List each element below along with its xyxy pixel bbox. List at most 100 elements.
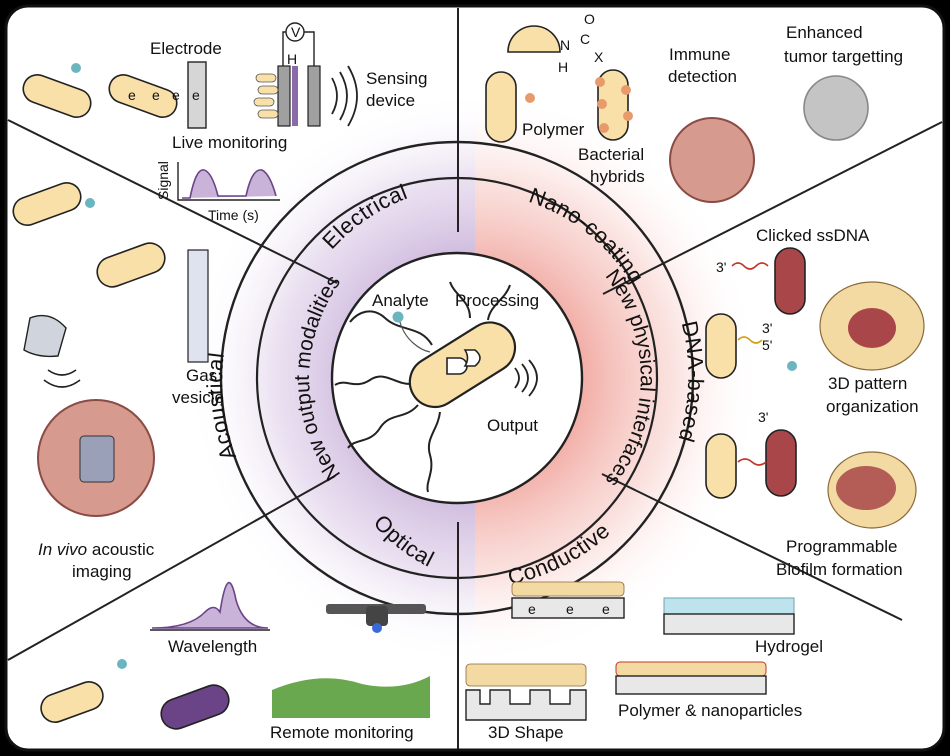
gas-vesicle-icon — [187, 249, 209, 363]
anode-plate — [277, 65, 291, 127]
shape-3d-label: 3D Shape — [488, 723, 564, 742]
remote-monitoring-label: Remote monitoring — [270, 723, 414, 742]
hybrids-label: hybrids — [590, 167, 645, 186]
output-label: Output — [487, 416, 538, 435]
three-prime-label-blue: 3' — [762, 320, 772, 336]
biofilm-core — [836, 466, 896, 510]
landscape-icon — [272, 676, 430, 718]
emission-spectrum — [151, 581, 269, 629]
svg-text:e: e — [528, 601, 536, 617]
electron-labels: e e e — [528, 601, 610, 617]
polymer-coating — [595, 77, 633, 133]
detection-label: detection — [668, 67, 737, 86]
sector-dividers — [7, 8, 943, 750]
polymer-np-label: Polymer & nanoparticles — [618, 701, 802, 720]
acoustical-panel: Gas vesicle In vivo acoustic imaging — [12, 182, 224, 581]
bacterium-cell — [485, 71, 517, 143]
analyte-dot — [117, 659, 127, 669]
analyte-dot — [392, 311, 404, 323]
gas-label: Gas — [186, 366, 217, 385]
pattern-label: 3D pattern — [828, 374, 907, 393]
electrode-plate — [187, 61, 207, 129]
clicked-ssdna-label: Clicked ssDNA — [756, 226, 870, 245]
ultrasound-waves-icon — [43, 369, 81, 388]
chem-n: N — [560, 37, 570, 53]
pink-glow — [475, 18, 835, 738]
live-monitoring-label: Live monitoring — [172, 133, 287, 152]
device-label: device — [366, 91, 415, 110]
drone-camera-icon — [372, 623, 382, 633]
drone-body — [366, 606, 388, 626]
three-prime-label-cleaved: 3' — [758, 409, 768, 425]
gas-vesicle-cluster — [79, 435, 115, 483]
immune-label: Immune — [669, 45, 730, 64]
circuit-wire — [282, 31, 315, 66]
signal-curve — [182, 169, 277, 199]
electrode-base — [663, 613, 795, 635]
electrical-panel: Electrode e e e e V H Sensing device Liv… — [22, 22, 427, 223]
ssdna-strand — [731, 262, 769, 270]
nano-coating-panel: N H C O X Immune detection Enhanced tumo… — [485, 11, 903, 203]
imaging-label: imaging — [72, 562, 132, 581]
time-axis-label: Time (s) — [208, 207, 259, 223]
bacterium-cell — [96, 242, 166, 288]
analyte-dot — [85, 198, 95, 208]
electrode-label: Electrode — [150, 39, 222, 58]
organization-label: organization — [826, 397, 919, 416]
center-bacterium: Analyte Processing Output — [334, 281, 539, 493]
bacterium-cell — [12, 182, 82, 226]
analyte-arrow — [399, 321, 431, 353]
tumor-targetting-label: tumor targetting — [784, 47, 903, 66]
svg-text:e: e — [128, 87, 136, 103]
processing-label: Processing — [455, 291, 539, 310]
analyte-label: Analyte — [372, 291, 429, 310]
bacterium-half — [507, 25, 561, 53]
dna-bacterium — [765, 429, 797, 497]
in-vivo-label: In vivo acoustic — [38, 540, 155, 559]
electrode-base — [511, 597, 625, 619]
polymer-bacteria-layer — [615, 661, 767, 677]
chem-x: X — [594, 49, 604, 65]
hydrogel-label: Hydrogel — [755, 637, 823, 656]
bacterium-cell — [705, 433, 737, 499]
biofilm-label: Biofilm formation — [776, 560, 903, 579]
enhanced-label: Enhanced — [786, 23, 863, 42]
bacteria-layer — [511, 581, 625, 597]
tumor-icon — [669, 117, 755, 203]
sensing-waves-icon — [331, 65, 358, 127]
electron-labels: e e e e — [128, 87, 200, 103]
membrane — [292, 66, 298, 126]
analyte-dot — [787, 361, 797, 371]
shaped-electrode — [465, 689, 587, 721]
chem-c: C — [580, 31, 590, 47]
five-prime-label: 5' — [762, 337, 772, 353]
bacterium-cell — [22, 74, 92, 118]
pattern-core — [848, 308, 896, 348]
conductive-panel: e e e Hydrogel 3D Shape Polymer & nanopa… — [465, 581, 823, 742]
polymer-label: Polymer — [522, 120, 585, 139]
linked-strand — [737, 458, 767, 466]
three-prime-label: 3' — [716, 259, 726, 275]
voltmeter-label: V — [291, 24, 301, 40]
purple-glow — [115, 18, 475, 738]
fluorescent-bacterium — [160, 684, 230, 730]
svg-text:e: e — [602, 601, 610, 617]
chem-o: O — [584, 11, 595, 27]
dna-strand — [737, 336, 763, 344]
wavelength-label: Wavelength — [168, 637, 257, 656]
electrode-bacteria — [253, 73, 279, 119]
dna-based-panel: Clicked ssDNA 3' 3' 5' 3' 3D pattern org… — [705, 226, 925, 579]
ultrasound-probe-icon — [23, 314, 67, 358]
bacterium-cell — [40, 681, 104, 723]
output-waves-icon — [514, 359, 538, 397]
optical-panel: Wavelength Remote monitoring — [40, 581, 430, 742]
svg-text:e: e — [172, 87, 180, 103]
sensing-label: Sensing — [366, 69, 427, 88]
vesicle-label: vesicle — [172, 388, 224, 407]
shrunk-tumor-icon — [803, 75, 869, 141]
middle-ring — [255, 176, 659, 580]
cathode-plate — [307, 65, 321, 127]
svg-text:e: e — [152, 87, 160, 103]
dna-bacterium — [774, 247, 806, 315]
